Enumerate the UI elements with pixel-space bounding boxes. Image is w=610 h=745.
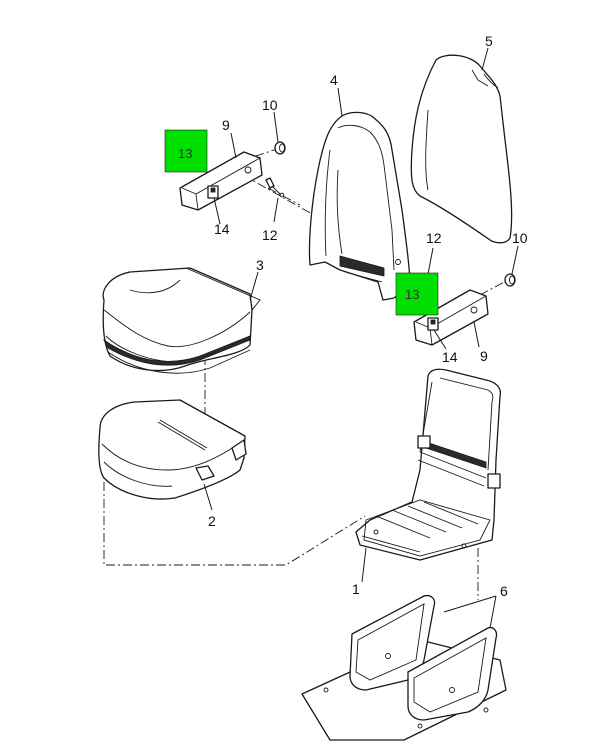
armrest-right	[413, 289, 489, 346]
part-labels: 1 2 3 4 5 6 9 9 10 10 12 12 14 14	[208, 33, 528, 599]
label-part-14-right: 14	[442, 349, 458, 365]
highlight-13-left[interactable]: 13	[164, 129, 208, 173]
highlight-label-left: 13	[178, 146, 192, 161]
label-part-10-right: 10	[512, 230, 528, 246]
label-part-9-left: 9	[222, 117, 230, 133]
seat-back-cushion	[308, 111, 411, 301]
label-part-10-left: 10	[262, 97, 278, 113]
label-part-2: 2	[208, 513, 216, 529]
mounting-bracket-right	[407, 626, 498, 721]
leader-lines	[203, 47, 519, 629]
label-part-12-right: 12	[426, 230, 442, 246]
highlight-box-left	[164, 129, 208, 173]
knob-left	[274, 141, 286, 155]
knob-right	[504, 273, 516, 287]
label-part-12-left: 12	[262, 227, 278, 243]
seat-cushion	[102, 267, 261, 374]
label-part-14-left: 14	[214, 221, 230, 237]
label-part-4: 4	[330, 72, 338, 88]
label-part-3: 3	[256, 257, 264, 273]
label-part-6: 6	[500, 583, 508, 599]
label-part-9-right: 9	[480, 348, 488, 364]
armrest-left	[179, 151, 263, 211]
seat-back-cover	[410, 54, 513, 244]
screw-left	[265, 177, 285, 198]
seat-frame	[355, 368, 502, 561]
label-part-5: 5	[485, 33, 493, 49]
label-part-1: 1	[352, 581, 360, 597]
highlight-box-right	[395, 272, 439, 316]
highlight-label-right: 13	[405, 287, 419, 302]
seat-base-pan	[98, 399, 247, 500]
highlight-13-right[interactable]: 13	[395, 272, 439, 316]
